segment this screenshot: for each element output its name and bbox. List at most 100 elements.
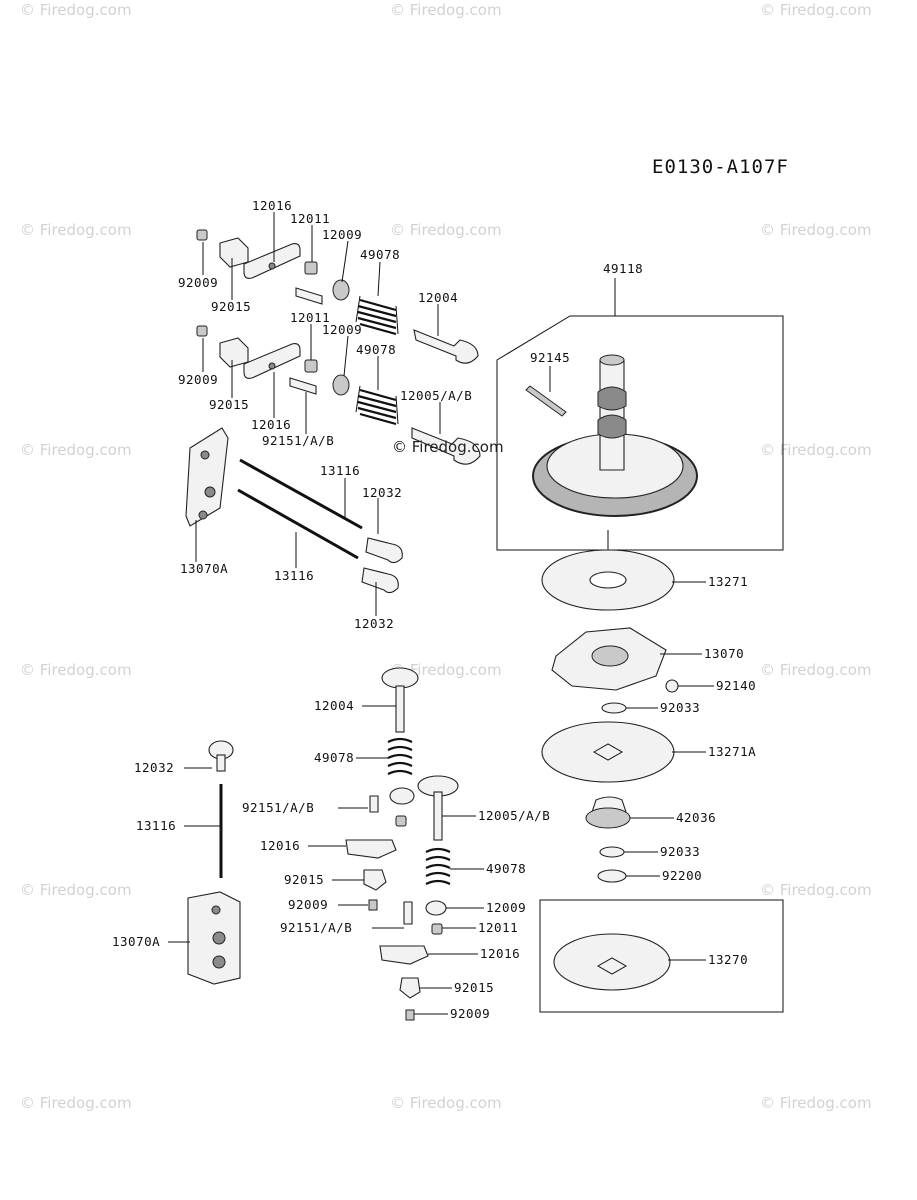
pivot-92015-part: [219, 337, 249, 368]
watermark: © Firedog.com: [390, 221, 502, 239]
part-label: 13070A: [180, 561, 228, 576]
push-rod-13116-part: [239, 458, 363, 530]
watermark-layer: © Firedog.com © Firedog.com © Firedog.co…: [20, 1, 872, 1112]
watermark: © Firedog.com: [760, 881, 872, 899]
retainer-12009-part: [425, 900, 447, 916]
adjuster-92151-part: [403, 901, 413, 925]
circlip-92033-part: [599, 846, 625, 858]
cap-12011-part: [431, 923, 443, 935]
retainer-12009-part: [332, 279, 350, 301]
camshaft-box: [496, 315, 784, 551]
part-label: 12005/A/B: [478, 808, 550, 823]
part-label: 92140: [716, 678, 756, 693]
part-label: 12032: [362, 485, 402, 500]
valve-stem: [395, 685, 405, 733]
part-label: 92033: [660, 700, 700, 715]
spring-49078-part: [355, 295, 399, 336]
pin-92145-part: [525, 385, 567, 417]
guide-hole: [212, 955, 226, 969]
plate-square-hole: [592, 743, 624, 761]
part-label: 92145: [530, 350, 570, 365]
part-label: 49078: [356, 342, 396, 357]
guide-hole: [204, 486, 216, 498]
part-label: 12016: [251, 417, 291, 432]
watermark: © Firedog.com: [20, 661, 132, 679]
part-label: 12032: [134, 760, 174, 775]
part-label: 13116: [320, 463, 360, 478]
watermark: © Firedog.com: [760, 1, 872, 19]
guide-hole: [200, 450, 210, 460]
part-label: 49078: [486, 861, 526, 876]
watermark: © Firedog.com: [760, 221, 872, 239]
tappet-12032-part: [365, 537, 403, 564]
tappet-12032-part: [361, 567, 399, 594]
watermark: © Firedog.com: [760, 661, 872, 679]
rocker-arm-12016-part: [345, 839, 397, 859]
nut-92009-part: [196, 229, 208, 241]
part-label: 12011: [478, 920, 518, 935]
watermark: © Firedog.com: [20, 441, 132, 459]
watermark: © Firedog.com: [390, 1094, 502, 1112]
part-label: 49078: [314, 750, 354, 765]
watermark: © Firedog.com: [760, 1094, 872, 1112]
cap-12011-part: [304, 359, 318, 373]
part-labels-upper-left: 12016 12011 12009 49078 92009 92015 1200…: [178, 198, 472, 631]
part-label: 12009: [322, 227, 362, 242]
valve-12004-part: [413, 329, 479, 364]
rocker-hole: [268, 362, 276, 370]
cam-lobe: [597, 414, 627, 439]
part-label: 92009: [450, 1006, 490, 1021]
diagram-code: E0130-A107F: [652, 156, 789, 178]
part-label: 12011: [290, 211, 330, 226]
center-watermark: © Firedog.com: [392, 438, 504, 456]
part-label: 13070A: [112, 934, 160, 949]
part-label: 13270: [708, 952, 748, 967]
pivot-92015-part: [363, 869, 387, 891]
part-label: 92015: [284, 872, 324, 887]
watermark: © Firedog.com: [20, 881, 132, 899]
part-label: 92015: [454, 980, 494, 995]
part-label: 12004: [314, 698, 354, 713]
watermark: © Firedog.com: [20, 221, 132, 239]
rocker-arm-12016-part: [243, 243, 301, 279]
part-label: 13271A: [708, 744, 756, 759]
plate-13271A-part: [541, 721, 675, 783]
part-label: 92015: [211, 299, 251, 314]
spring-49078-part: [355, 385, 399, 426]
holder-hub: [591, 645, 629, 667]
tappet-stem: [216, 754, 226, 772]
valve-12005-part: [411, 427, 481, 465]
part-labels-lower-left: 12004 49078 12032 92151/A/B 12005/A/B 13…: [112, 698, 550, 1021]
part-label: 49078: [360, 247, 400, 262]
circlip-92033-part: [601, 702, 627, 714]
part-label: 12011: [290, 310, 330, 325]
nut-92009-part: [196, 325, 208, 337]
pivot-92015-part: [219, 237, 249, 268]
guide-hole: [212, 931, 226, 945]
part-label: 92200: [662, 868, 702, 883]
watermark: © Firedog.com: [20, 1, 132, 19]
part-label: 13271: [708, 574, 748, 589]
valve-12004-part: [381, 667, 419, 689]
part-label: 92009: [178, 372, 218, 387]
part-label: 13070: [704, 646, 744, 661]
part-label: 13116: [274, 568, 314, 583]
part-label: 92009: [178, 275, 218, 290]
part-label: 92033: [660, 844, 700, 859]
rocker-hole: [268, 262, 276, 270]
retainer-12009-part: [332, 374, 350, 396]
part-label: 12016: [252, 198, 292, 213]
guide-hole: [211, 905, 221, 915]
part-label: 92151/A/B: [280, 920, 352, 935]
leader-lines: [168, 212, 714, 1015]
push-rod-13116-part: [237, 488, 359, 560]
rocker-arm-12016-part: [379, 945, 429, 965]
upper-valve-assembly: [185, 229, 481, 594]
adjuster-bolt-part: [295, 287, 323, 305]
ball-92140-part: [665, 679, 679, 693]
part-label: 92151/A/B: [242, 800, 314, 815]
part-label: 12009: [486, 900, 526, 915]
part-label: 42036: [676, 810, 716, 825]
cap-12011-part: [304, 261, 318, 275]
